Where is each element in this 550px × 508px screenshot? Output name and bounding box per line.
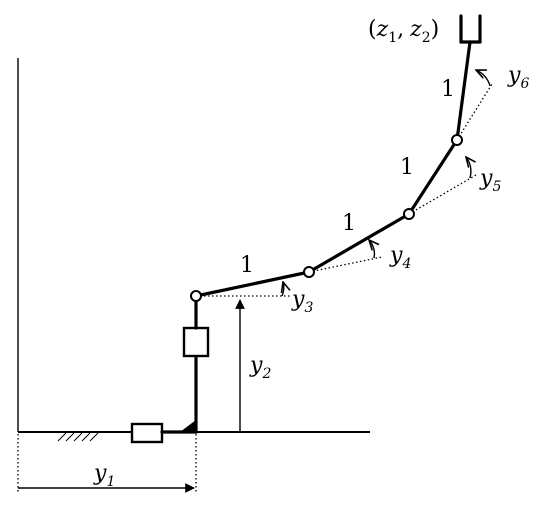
y5-angle-arc (466, 157, 471, 179)
joint-1-circle (190, 290, 202, 302)
link-2-length: 1 (342, 211, 356, 236)
link-2 (307, 212, 411, 274)
y4-label: y4 (389, 243, 411, 272)
y6-label: y6 (507, 63, 529, 92)
joint-3-circle (403, 208, 415, 220)
link-3-length: 1 (400, 155, 414, 180)
link-4 (455, 40, 472, 142)
link-3 (407, 138, 459, 216)
joint-2-circle (303, 266, 315, 278)
end-effector-label: (z1,z2) (368, 17, 439, 46)
y5-reference-line (408, 174, 477, 215)
y6-reference-line (456, 83, 493, 141)
y4-angle-arc (369, 240, 374, 259)
y5-label: y5 (479, 166, 501, 195)
y3-angle-arc (282, 282, 284, 297)
y6-angle-arc (476, 70, 491, 87)
link-4-length: 1 (441, 77, 455, 102)
y4-reference-line (308, 256, 383, 273)
y2-label: y2 (249, 353, 271, 382)
y3-label: y3 (291, 287, 313, 316)
joint-4-circle (451, 134, 463, 146)
horizontal-slider-block (130, 422, 164, 444)
link-1-length: 1 (240, 253, 254, 278)
corner-fillet (180, 420, 196, 432)
y1-label: y1 (93, 461, 115, 490)
link-1 (194, 270, 311, 298)
ground-hatching (57, 432, 99, 442)
gripper (459, 14, 482, 44)
vertical-slider-block (182, 326, 210, 358)
